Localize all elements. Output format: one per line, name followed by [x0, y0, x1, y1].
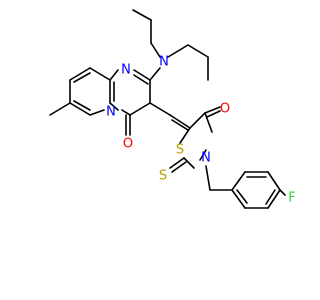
bond: [149, 67, 161, 81]
bond: [179, 127, 191, 144]
bond: [73, 72, 91, 83]
atom-n-amine: N: [159, 55, 169, 70]
bond: [265, 189, 276, 205]
bond: [204, 112, 213, 133]
atom-n-ring-top: N: [121, 63, 131, 78]
bonds: [49, 9, 286, 209]
bond: [89, 109, 105, 116]
bond: [171, 161, 187, 173]
bond: [133, 74, 149, 85]
bond: [171, 119, 189, 131]
bond: [183, 157, 195, 169]
bond: [205, 165, 211, 191]
bond: [204, 106, 221, 114]
bond: [109, 102, 119, 111]
bond: [279, 189, 286, 196]
bond: [149, 102, 171, 116]
bond: [187, 44, 209, 58]
bond: [129, 102, 151, 116]
atom-n-thiazolidine: N: [201, 151, 211, 166]
bond: [167, 44, 189, 58]
bond: [267, 189, 281, 209]
bond: [199, 149, 207, 161]
bond: [267, 171, 281, 191]
bond: [236, 189, 248, 204]
bond: [231, 171, 246, 191]
bond: [89, 67, 111, 81]
bond: [189, 112, 206, 129]
bond: [132, 9, 152, 21]
bond: [121, 109, 131, 116]
molecule-structure: N N N O O S S N F: [0, 0, 300, 300]
bond: [69, 67, 91, 81]
atom-o-thiazolidinone: O: [220, 102, 230, 117]
atom-o-pyrimidinone: O: [123, 137, 133, 152]
atom-n-ring-bottom: N: [106, 105, 116, 120]
atom-labels: N N N O O S S N F: [106, 55, 296, 206]
bond: [49, 102, 71, 116]
atom-f-aryl: F: [288, 191, 295, 206]
atom-s-thione: S: [159, 169, 167, 184]
bond: [169, 157, 185, 169]
bond: [73, 100, 91, 111]
bond: [133, 69, 151, 81]
bond: [109, 69, 119, 81]
atom-s-ring: S: [176, 143, 184, 158]
background: [0, 0, 300, 300]
bond: [150, 42, 161, 58]
bond: [231, 189, 246, 209]
bond: [169, 114, 191, 129]
bond: [206, 110, 221, 118]
bond: [69, 102, 91, 116]
